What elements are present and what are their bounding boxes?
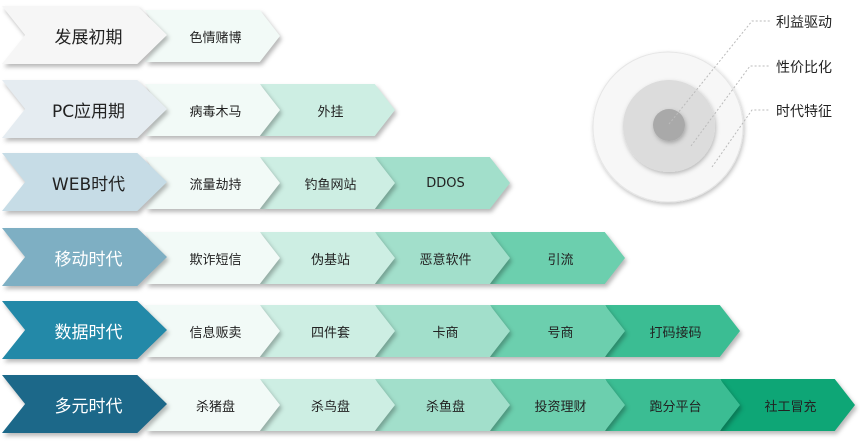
threat-chevron: 信息贩卖	[145, 305, 280, 357]
threat-label: 跑分平台	[649, 399, 702, 415]
threat-chevron: 恶意软件	[375, 232, 510, 284]
inner-circle	[653, 109, 685, 141]
threat-label: 卡商	[432, 325, 459, 341]
era-chevron: WEB时代	[2, 153, 167, 211]
threat-label: 杀猪盘	[195, 399, 235, 415]
era-label: WEB时代	[51, 174, 126, 195]
era-label: 多元时代	[54, 396, 123, 417]
threat-chevron: 投资理财	[490, 379, 625, 431]
era-chevron: 数据时代	[2, 301, 167, 359]
threat-chevron: 伪基站	[260, 232, 395, 284]
era-label: 发展初期	[54, 27, 123, 48]
threat-chevron: 色情赌博	[145, 10, 280, 62]
legend-label-profit: 利益驱动	[776, 15, 832, 31]
legend-label-era: 时代特征	[776, 104, 832, 120]
threat-label: DDOS	[426, 175, 465, 191]
threat-label: 打码接码	[649, 325, 702, 341]
threat-chevron: 号商	[490, 305, 625, 357]
threat-chevron: 杀猪盘	[145, 379, 280, 431]
threat-chevron: 流量劫持	[145, 157, 280, 209]
threat-label: 四件套	[310, 325, 350, 341]
outer-circle	[592, 51, 744, 203]
threat-label: 社工冒充	[764, 399, 817, 415]
era-label: 数据时代	[54, 322, 123, 343]
middle-circle	[623, 80, 715, 172]
threat-chevron: 杀鸟盘	[260, 379, 395, 431]
threat-chevron: 跑分平台	[605, 379, 740, 431]
leader-line-2	[690, 65, 770, 147]
leader-line-1	[668, 20, 770, 125]
threat-label: 伪基站	[310, 252, 350, 268]
threat-label: 引流	[547, 252, 574, 268]
threat-chevron: 病毒木马	[145, 84, 280, 136]
threat-label: 欺诈短信	[189, 252, 242, 268]
era-chevron: 发展初期	[2, 6, 167, 64]
threat-label: 恶意软件	[419, 252, 472, 268]
threat-label: 色情赌博	[189, 30, 242, 46]
threat-label: 投资理财	[534, 399, 587, 415]
threat-chevron: 打码接码	[605, 305, 740, 357]
era-label: 移动时代	[54, 249, 123, 270]
era-label: PC应用期	[51, 101, 126, 122]
threat-chevron: 钓鱼网站	[260, 157, 395, 209]
threat-label: 信息贩卖	[189, 325, 242, 341]
era-chevron: PC应用期	[2, 80, 167, 138]
leader-line-3	[711, 109, 770, 168]
era-chevron: 移动时代	[2, 228, 167, 286]
threat-chevron: 欺诈短信	[145, 232, 280, 284]
threat-label: 病毒木马	[189, 104, 242, 120]
era-chevron: 多元时代	[2, 375, 167, 433]
threat-chevron: 外挂	[260, 84, 395, 136]
threat-chevron: DDOS	[375, 157, 510, 209]
threat-chevron: 杀鱼盘	[375, 379, 510, 431]
threat-chevron: 社工冒充	[720, 379, 855, 431]
threat-label: 号商	[547, 325, 574, 341]
threat-label: 杀鱼盘	[425, 399, 465, 415]
legend-label-cost: 性价比化	[776, 60, 832, 76]
threat-label: 钓鱼网站	[304, 177, 357, 193]
threat-chevron: 四件套	[260, 305, 395, 357]
threat-label: 外挂	[317, 104, 344, 120]
threat-label: 流量劫持	[189, 177, 242, 193]
threat-chevron: 卡商	[375, 305, 510, 357]
threat-chevron: 引流	[490, 232, 625, 284]
threat-label: 杀鸟盘	[310, 399, 350, 415]
